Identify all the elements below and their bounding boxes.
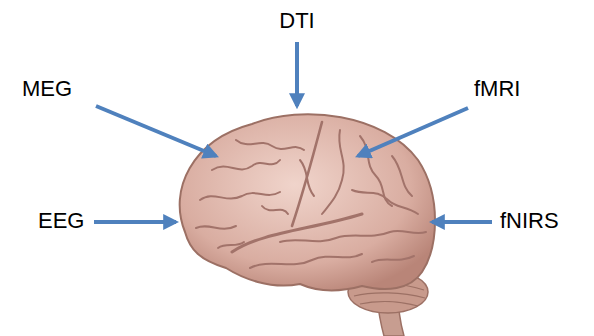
leader-arrows — [94, 42, 492, 222]
brain — [180, 114, 435, 336]
leader-arrow — [295, 42, 299, 106]
leader-arrow — [432, 220, 492, 224]
leader-arrow — [96, 106, 216, 156]
modality-label: DTI — [279, 8, 314, 34]
modality-label: fNIRS — [500, 208, 559, 234]
modality-label: fMRI — [474, 76, 520, 102]
leader-arrow — [358, 108, 468, 156]
leader-arrow — [94, 220, 176, 224]
modality-label: MEG — [22, 76, 72, 102]
modality-label: EEG — [38, 208, 84, 234]
brain-folds — [196, 122, 426, 268]
